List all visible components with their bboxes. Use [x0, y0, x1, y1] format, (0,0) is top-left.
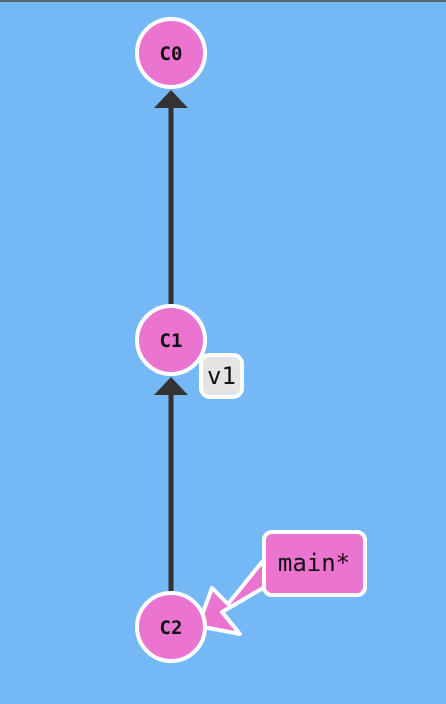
commit-label-c2: C2 — [160, 617, 183, 639]
branch-label: main* — [278, 549, 350, 577]
tag-label: v1 — [207, 362, 236, 390]
commit-node-c1[interactable]: C1 — [135, 304, 207, 376]
commit-node-c2[interactable]: C2 — [135, 591, 207, 663]
branch-main[interactable]: main* — [262, 530, 367, 597]
top-border — [0, 0, 446, 2]
commit-label-c0: C0 — [160, 43, 183, 65]
tag-v1[interactable]: v1 — [199, 353, 244, 399]
commit-node-c0[interactable]: C0 — [135, 17, 207, 89]
arrowhead-c1-icon — [154, 377, 188, 395]
arrowhead-c0-icon — [154, 90, 188, 108]
commit-label-c1: C1 — [160, 330, 183, 352]
branch-pointer-arrow — [196, 560, 272, 636]
